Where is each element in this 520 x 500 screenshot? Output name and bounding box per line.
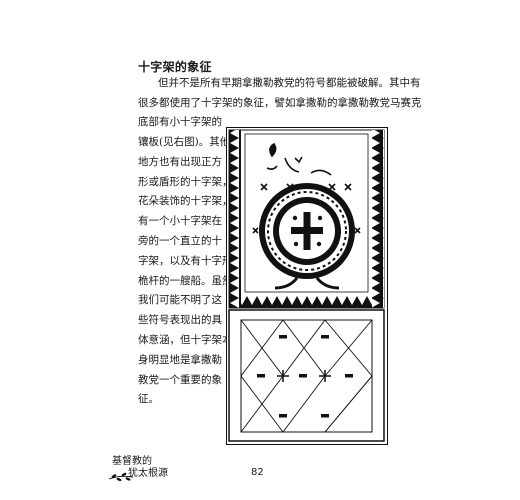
- mosaic-illustration: [228, 129, 385, 442]
- lower-panel: [228, 309, 385, 442]
- text-line: 身明显地是拿撒勒: [138, 353, 222, 366]
- wreath-medallion: [259, 183, 355, 279]
- text-line: 旁的一个直立的十: [138, 234, 222, 247]
- text-line: 教党一个重要的象: [138, 373, 222, 386]
- text-line: 地方也有出现正方: [138, 155, 222, 168]
- text-line: 但并不是所有早期拿撒勒教党的符号都能被破解。其中有: [158, 77, 421, 89]
- small-cross-icons: [277, 370, 331, 382]
- text-line: 桅杆的一艘船。虽然: [138, 274, 233, 287]
- book-title-line: 犹太根源: [128, 468, 168, 479]
- left-sawtooth-border: [229, 130, 241, 308]
- mosaic-panel-figure: [226, 127, 388, 445]
- tesserae-dashes: [257, 335, 353, 418]
- text-line: 征。: [138, 393, 159, 406]
- text-line: 花朵装饰的十字架，: [138, 195, 233, 208]
- text-line: 很多都使用了十字架的象征，譬如拿撒勒的拿撒勒教党马赛克: [138, 96, 422, 109]
- text-line: 底部有小十字架的: [138, 116, 222, 128]
- section-title: 十字架的象征: [138, 60, 212, 74]
- wreath-ribbons: [274, 277, 340, 290]
- bottom-sawtooth-border: [241, 296, 372, 308]
- book-title-line: 基督教的: [112, 456, 152, 467]
- text-line: 有一个小十字架在: [138, 215, 222, 228]
- paragraph-intro: 但并不是所有早期拿撒勒教党的符号都能被破解。其中有 很多都使用了十字架的象征，譬…: [138, 74, 422, 133]
- text-line: 形或盾形的十字架，: [138, 175, 233, 188]
- page-number: 82: [251, 467, 264, 478]
- text-line: 我们可能不明了这: [138, 294, 222, 307]
- right-sawtooth-border: [372, 130, 384, 308]
- text-line: 镶板(见右图)。其他: [138, 136, 231, 148]
- footer-book-title: 基督教的 犹太根源: [112, 456, 168, 480]
- text-line: 字架，以及有十字形: [138, 254, 233, 267]
- olive-branch-icon: [108, 472, 134, 482]
- inscription-glyphs: [266, 142, 332, 176]
- text-line: 体意涵，但十字架本: [138, 333, 233, 346]
- text-line: 些符号表现出的具: [138, 314, 222, 327]
- paragraph-wrapped: 镶板(见右图)。其他 地方也有出现正方 形或盾形的十字架， 花朵装饰的十字架， …: [138, 133, 233, 410]
